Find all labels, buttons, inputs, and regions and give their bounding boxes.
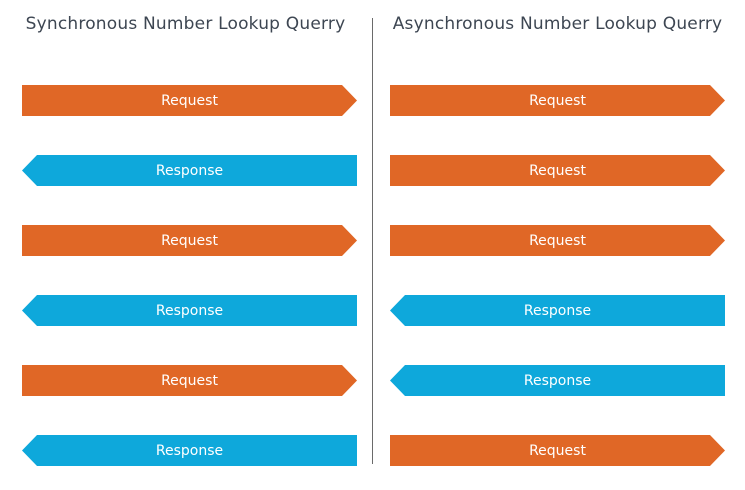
async-arrow-2: Request: [390, 155, 725, 186]
arrow-label: Request: [161, 372, 218, 389]
sync-column-title: Synchronous Number Lookup Querry: [25, 14, 346, 34]
sync-column: Synchronous Number Lookup Querry Request…: [13, 0, 358, 490]
sync-arrow-3: Request: [22, 225, 357, 256]
async-arrow-3: Request: [390, 225, 725, 256]
sync-arrow-2: Response: [22, 155, 357, 186]
sync-arrow-6: Response: [22, 435, 357, 466]
arrow-label: Request: [529, 442, 586, 459]
async-column: Asynchronous Number Lookup Querry Reques…: [385, 0, 730, 490]
async-arrow-5: Response: [390, 365, 725, 396]
async-arrow-4: Response: [390, 295, 725, 326]
arrow-label: Response: [523, 302, 592, 319]
sync-arrow-1: Request: [22, 85, 357, 116]
arrow-label: Response: [523, 372, 592, 389]
arrow-label: Request: [161, 232, 218, 249]
async-arrow-6: Request: [390, 435, 725, 466]
arrow-label: Response: [155, 302, 224, 319]
arrow-label: Request: [529, 92, 586, 109]
arrow-label: Request: [529, 232, 586, 249]
arrow-label: Response: [155, 162, 224, 179]
async-column-title: Asynchronous Number Lookup Querry: [392, 14, 723, 34]
sync-arrow-4: Response: [22, 295, 357, 326]
sync-arrow-5: Request: [22, 365, 357, 396]
async-arrow-1: Request: [390, 85, 725, 116]
arrow-label: Request: [529, 162, 586, 179]
arrow-label: Response: [155, 442, 224, 459]
column-divider: [372, 18, 373, 464]
arrow-label: Request: [161, 92, 218, 109]
